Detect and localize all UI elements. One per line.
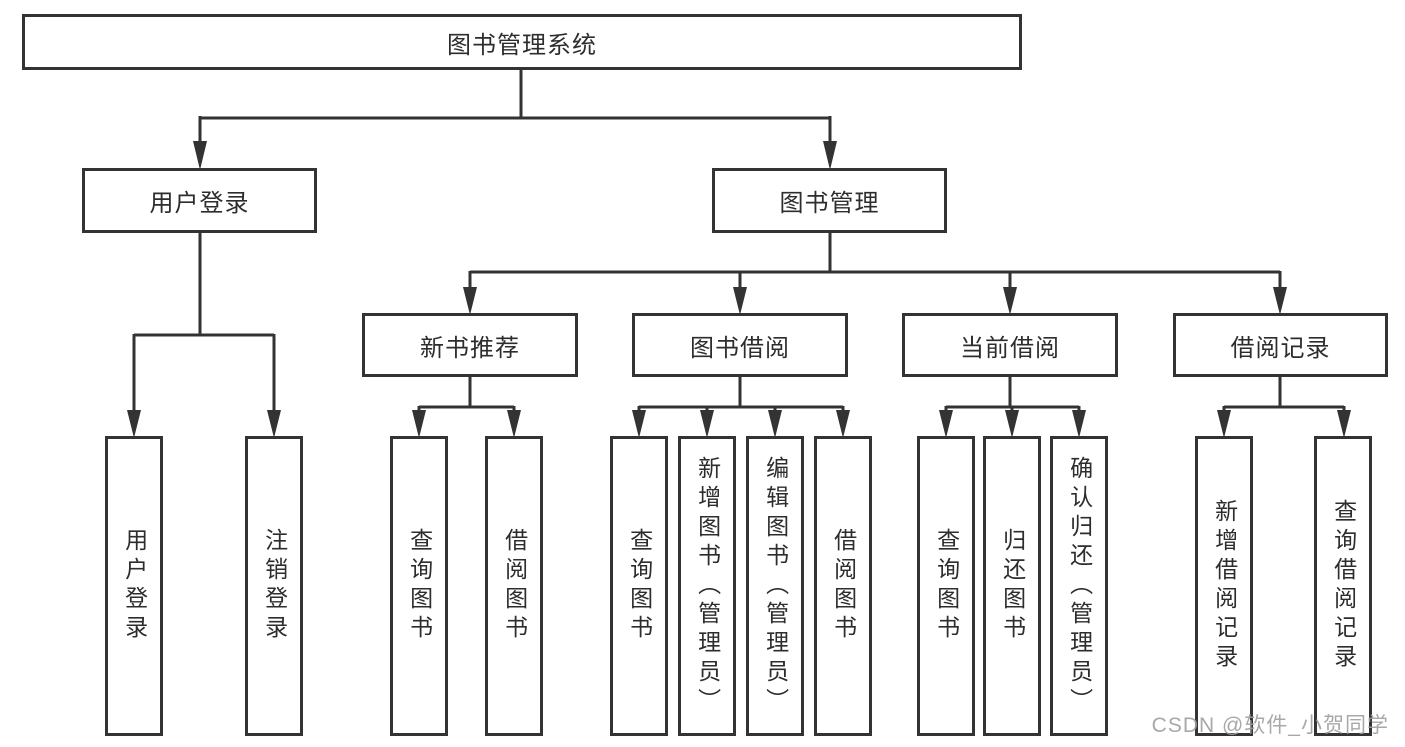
leaf-user-login: 用户登录 [105,436,163,736]
leaf-query-books-current-label: 查询图书 [933,528,960,644]
node-library-system-label: 图书管理系统 [447,31,597,59]
leaf-user-login-label: 用户登录 [121,528,148,644]
leaf-query-borrow-record: 查询借阅记录 [1314,436,1372,736]
node-book-borrowing-label: 图书借阅 [690,334,790,362]
connector-root [193,68,837,170]
leaf-query-books-recommend: 查询图书 [390,436,448,736]
leaf-borrow-books: 借阅图书 [814,436,872,736]
leaf-borrow-books-recommend: 借阅图书 [485,436,543,736]
node-current-borrowing: 当前借阅 [902,313,1118,377]
leaf-add-book-admin: 新增图书（管理员） [678,436,736,736]
connector-new-book-recommendation [412,376,521,438]
leaf-query-books-borrow: 查询图书 [610,436,668,736]
node-user-login-label: 用户登录 [149,190,250,217]
leaf-add-borrow-record: 新增借阅记录 [1195,436,1253,736]
node-new-book-recommendation-label: 新书推荐 [420,334,520,362]
node-borrowing-records: 借阅记录 [1173,313,1388,377]
node-book-management: 图书管理 [712,168,947,233]
connector-book-borrowing [632,376,850,438]
node-book-borrowing: 图书借阅 [632,313,848,377]
leaf-logout-label: 注销登录 [261,528,288,644]
node-library-system: 图书管理系统 [22,14,1022,70]
leaf-confirm-return-admin: 确认归还（管理员） [1050,436,1108,736]
leaf-edit-book-admin-label: 编辑图书（管理员） [762,455,789,717]
leaf-confirm-return-admin-label: 确认归还（管理员） [1066,455,1093,717]
leaf-add-book-admin-label: 新增图书（管理员） [694,455,721,717]
leaf-query-borrow-record-label: 查询借阅记录 [1330,499,1357,673]
csdn-watermark: CSDN @软件_小贺同学 [1151,714,1389,737]
leaf-add-borrow-record-label: 新增借阅记录 [1211,499,1238,673]
leaf-query-books-current: 查询图书 [917,436,975,736]
connector-user-login [127,232,281,438]
leaf-borrow-books-recommend-label: 借阅图书 [501,528,528,644]
node-borrowing-records-label: 借阅记录 [1230,334,1331,362]
node-book-management-label: 图书管理 [779,190,880,217]
leaf-edit-book-admin: 编辑图书（管理员） [746,436,804,736]
node-current-borrowing-label: 当前借阅 [960,334,1060,362]
connector-borrowing-records [1217,376,1351,438]
leaf-query-books-borrow-label: 查询图书 [626,528,653,644]
node-user-login: 用户登录 [82,168,317,233]
leaf-return-books-label: 归还图书 [999,528,1026,644]
leaf-borrow-books-label: 借阅图书 [830,528,857,644]
leaf-query-books-recommend-label: 查询图书 [406,528,433,644]
node-new-book-recommendation: 新书推荐 [362,313,578,377]
connector-book-management [463,232,1287,315]
connector-current-borrowing [939,376,1086,438]
leaf-logout: 注销登录 [245,436,303,736]
leaf-return-books: 归还图书 [983,436,1041,736]
